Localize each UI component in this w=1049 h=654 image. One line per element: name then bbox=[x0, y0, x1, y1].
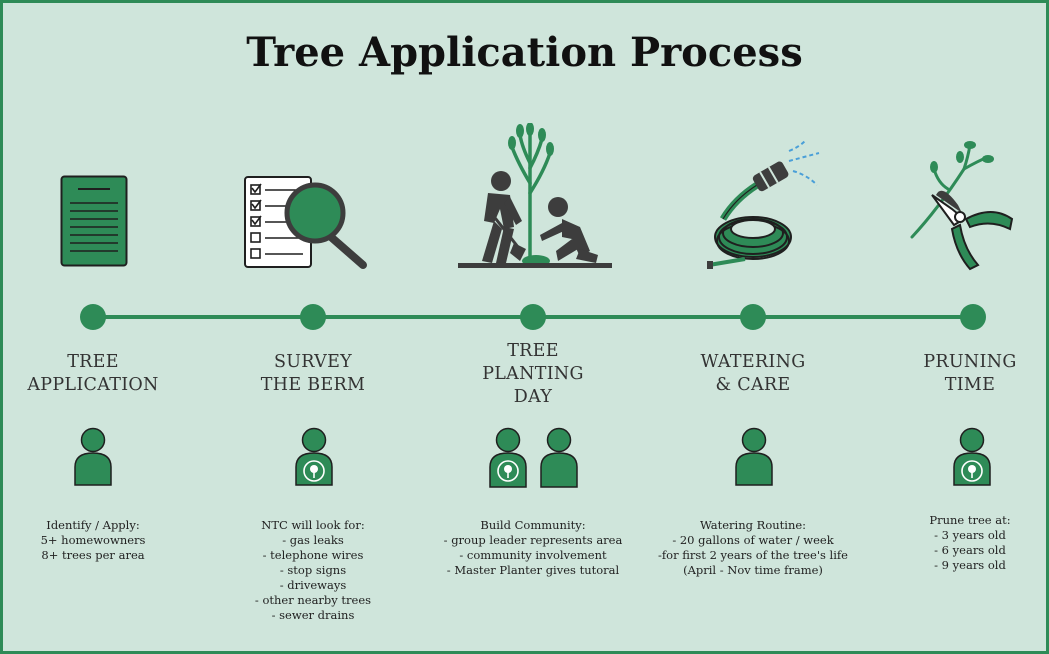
stage-title-line: THE BERM bbox=[260, 375, 366, 395]
description-line: Build Community: bbox=[480, 518, 586, 532]
checklist-magnifier-icon bbox=[244, 176, 367, 269]
stage-title: WATERING & CARE bbox=[663, 351, 843, 397]
stage-description: NTC will look for: - gas leaks - telepho… bbox=[198, 518, 428, 623]
stage-title: TREE PLANTING DAY bbox=[443, 340, 623, 409]
description-line: - community involvement bbox=[459, 548, 607, 562]
garden-hose-icon bbox=[707, 140, 820, 269]
person-logo-icon bbox=[295, 427, 333, 486]
description-line: 5+ homewowners bbox=[40, 533, 146, 547]
stage-title-line: TREE bbox=[67, 352, 119, 372]
description-line: Prune tree at: bbox=[929, 513, 1011, 527]
description-line: - 9 years old bbox=[934, 558, 1006, 572]
description-line: - telephone wires bbox=[262, 548, 364, 562]
description-line: - 20 gallons of water / week bbox=[672, 533, 834, 547]
timeline-dot bbox=[520, 304, 546, 330]
page-title: Tree Application Process bbox=[246, 29, 803, 76]
timeline-dot bbox=[960, 304, 986, 330]
description-line: -for first 2 years of the tree's life bbox=[658, 548, 848, 562]
stage-description: Prune tree at: - 3 years old - 6 years o… bbox=[855, 513, 1049, 573]
stage-title-line: TIME bbox=[944, 375, 996, 395]
description-line: - group leader represents area bbox=[443, 533, 623, 547]
person-logo-icon bbox=[489, 427, 527, 488]
timeline-dot bbox=[740, 304, 766, 330]
person-icon bbox=[74, 427, 112, 486]
person-logo-icon bbox=[953, 427, 991, 486]
stage-title-line: PLANTING bbox=[482, 364, 584, 384]
description-line: Watering Routine: bbox=[699, 518, 807, 532]
timeline-dot bbox=[300, 304, 326, 330]
timeline-dot bbox=[80, 304, 106, 330]
person-icon bbox=[735, 427, 773, 486]
stage-title-line: SURVEY bbox=[273, 352, 353, 372]
description-line: - Master Planter gives tutoral bbox=[446, 563, 620, 577]
person-icon bbox=[540, 427, 578, 488]
description-line: - driveways bbox=[279, 578, 347, 592]
stage-title: TREE APPLICATION bbox=[3, 351, 183, 397]
description-line: - stop signs bbox=[279, 563, 347, 577]
stage-title-line: PRUNING bbox=[923, 352, 1017, 372]
stage-title-line: WATERING bbox=[700, 352, 806, 372]
stage-title-line: DAY bbox=[513, 387, 553, 407]
stage-title-line: & CARE bbox=[715, 375, 791, 395]
description-line: Identify / Apply: bbox=[46, 518, 140, 532]
stage-description: Build Community: - group leader represen… bbox=[418, 518, 648, 578]
description-line: NTC will look for: bbox=[261, 518, 365, 532]
description-line: - sewer drains bbox=[271, 608, 355, 622]
description-line: 8+ trees per area bbox=[41, 548, 145, 562]
description-line: - 6 years old bbox=[934, 543, 1006, 557]
description-line: - 3 years old bbox=[934, 528, 1006, 542]
description-line: - gas leaks bbox=[282, 533, 344, 547]
stage-title: SURVEY THE BERM bbox=[223, 351, 403, 397]
stage-description: Identify / Apply: 5+ homewowners 8+ tree… bbox=[0, 518, 208, 563]
description-line: (April - Nov time frame) bbox=[683, 563, 823, 577]
stage-title-line: TREE bbox=[507, 341, 559, 361]
pruning-shears-icon bbox=[910, 141, 1014, 271]
stage-description: Watering Routine: - 20 gallons of water … bbox=[638, 518, 868, 578]
stage-title: PRUNING TIME bbox=[880, 351, 1049, 397]
description-line: - other nearby trees bbox=[254, 593, 372, 607]
stage-title-line: APPLICATION bbox=[27, 375, 159, 395]
document-icon bbox=[60, 175, 128, 267]
planting-people-icon bbox=[458, 123, 612, 268]
